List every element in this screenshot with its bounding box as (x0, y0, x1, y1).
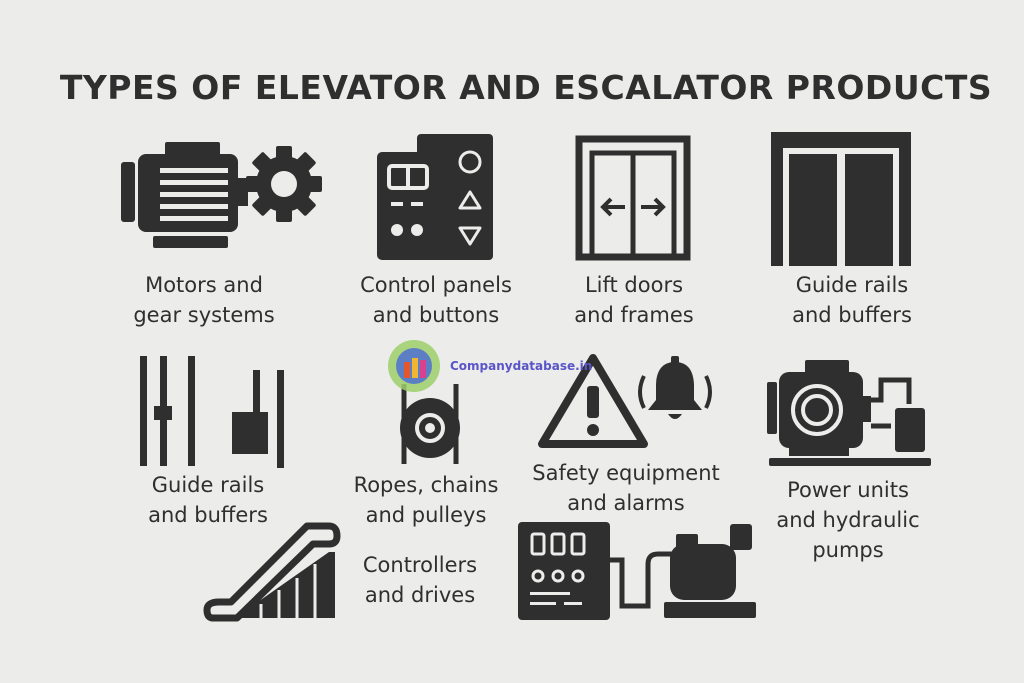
lift-door-icon (575, 135, 691, 261)
warning-triangle-icon (538, 354, 648, 448)
page-title: TYPES OF ELEVATOR AND ESCALATOR PRODUCTS (59, 68, 993, 107)
watermark-logo-icon (388, 340, 440, 392)
elevator-door-frame-icon (771, 132, 911, 266)
label-guide-rails-top: Guide rails and buffers (792, 273, 912, 327)
alarm-bell-icon (638, 356, 712, 419)
escalator-icon (203, 522, 341, 622)
watermark: Companydatabase.in (384, 338, 592, 394)
guide-rails-icon (140, 356, 284, 468)
label-ropes-chains: Ropes, chains and pulleys (353, 473, 499, 527)
label-power-units: Power units and hydraulic pumps (776, 478, 920, 562)
pulley-icon (400, 384, 460, 464)
label-motors-gear: Motors and gear systems (133, 273, 275, 327)
label-guide-rails-bottom: Guide rails and buffers (148, 473, 268, 527)
label-control-panels: Control panels and buttons (360, 273, 512, 327)
watermark-text: Companydatabase.in (450, 359, 593, 373)
label-lift-doors: Lift doors and frames (574, 273, 694, 327)
hydraulic-pump-icon (767, 360, 931, 466)
motor-gear-icon (121, 142, 322, 248)
label-safety-equipment: Safety equipment and alarms (532, 461, 720, 515)
label-controllers-drives: Controllers and drives (362, 553, 478, 607)
controller-drive-icon (518, 522, 756, 620)
control-panel-icon (377, 134, 493, 260)
